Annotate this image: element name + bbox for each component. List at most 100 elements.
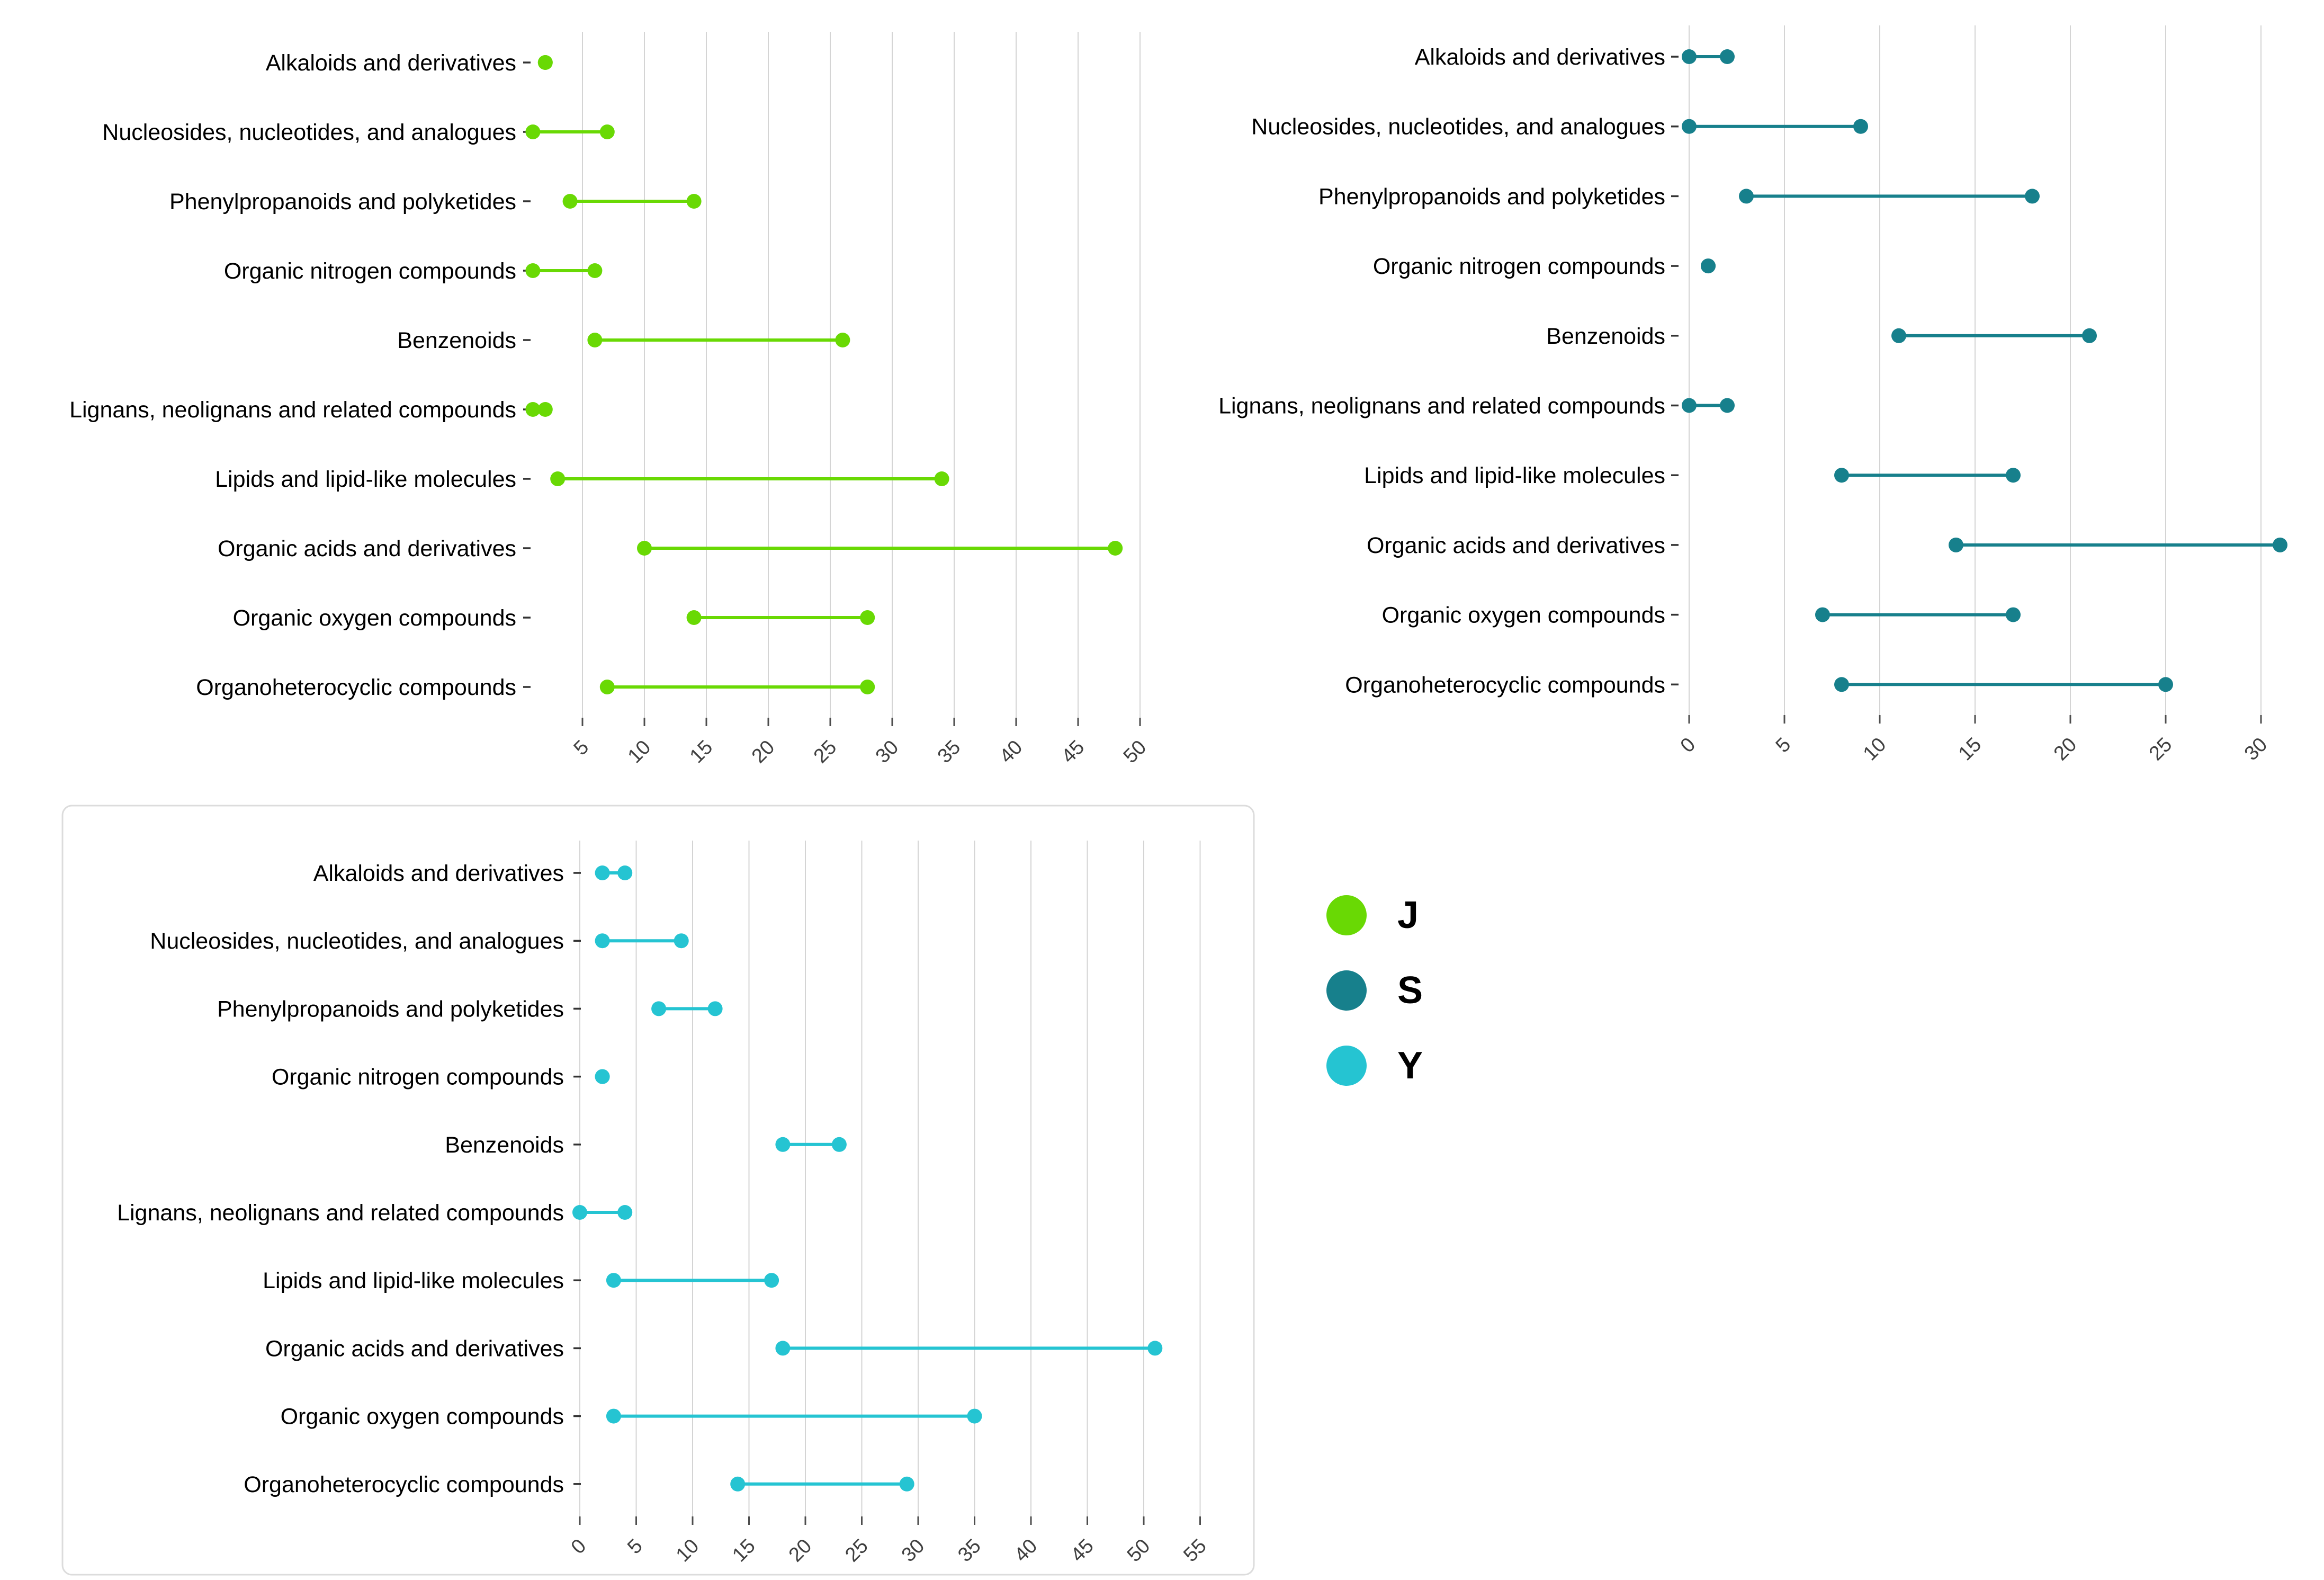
legend-item-Y: Y	[1326, 1046, 1423, 1086]
category-label: Organic nitrogen compounds	[1373, 254, 1665, 279]
category-label: Nucleosides, nucleotides, and analogues	[1251, 114, 1665, 140]
category-label: Alkaloids and derivatives	[266, 50, 516, 76]
dumbbell-dot-max	[617, 865, 633, 880]
x-tick-label: 5	[1772, 734, 1796, 757]
category-label: Organoheterocyclic compounds	[1345, 672, 1665, 698]
x-tick-label: 50	[1119, 736, 1151, 768]
dumbbell-dot-max	[835, 333, 850, 347]
legend-label-S: S	[1397, 969, 1423, 1012]
x-tick-label: 30	[2240, 734, 2272, 765]
x-tick-label: 15	[728, 1535, 760, 1567]
legend-item-S: S	[1326, 970, 1423, 1011]
dumbbell-dot-min	[637, 541, 652, 556]
x-tick-label: 45	[1057, 736, 1089, 768]
category-label: Benzenoids	[397, 328, 516, 353]
dumbbell-dot-max	[899, 1476, 914, 1492]
dumbbell-dot-max	[2158, 677, 2173, 692]
x-tick-label: 10	[624, 736, 656, 768]
panel-border	[61, 805, 1255, 1576]
dumbbell-dot-min	[1682, 119, 1697, 134]
dumbbell-dot-max	[617, 1205, 633, 1220]
dumbbell-dot-max	[1720, 398, 1735, 413]
category-label: Organic oxygen compounds	[233, 605, 516, 631]
category-label: Organic nitrogen compounds	[272, 1065, 564, 1090]
category-label: Phenylpropanoids and polyketides	[169, 189, 516, 215]
dumbbell-dot-max	[2082, 328, 2097, 343]
category-label: Alkaloids and derivatives	[313, 861, 564, 886]
category-label: Organic acids and derivatives	[218, 536, 516, 561]
dumbbell-dot-min	[525, 402, 541, 417]
dumbbell-dot-min	[572, 1205, 587, 1220]
category-label: Lipids and lipid-like molecules	[1364, 463, 1665, 488]
dumbbell-dot-max	[2025, 189, 2040, 204]
x-tick-label: 45	[1066, 1535, 1098, 1567]
dumbbell-dot-min	[730, 1476, 746, 1492]
dumbbell-dot-min	[606, 1408, 621, 1424]
dumbbell-dot-min	[562, 194, 578, 209]
category-label: Lignans, neolignans and related compound…	[69, 397, 516, 423]
x-tick-label: 0	[567, 1535, 591, 1559]
dumbbell-dot-min	[525, 263, 541, 278]
dumbbell-dot-max	[2006, 468, 2021, 483]
x-tick-label: 55	[1179, 1535, 1211, 1567]
category-label: Organic oxygen compounds	[281, 1404, 564, 1430]
x-tick-label: 0	[1676, 734, 1700, 757]
dumbbell-dot-min	[775, 1341, 791, 1356]
dumbbell-dot-min	[595, 865, 610, 880]
legend-label-J: J	[1397, 894, 1419, 936]
dumbbell-dot-min	[1815, 607, 1830, 622]
x-tick-label: 10	[1859, 734, 1891, 765]
category-label: Lignans, neolignans and related compound…	[1218, 394, 1665, 419]
x-tick-label: 25	[810, 736, 841, 768]
dumbbell-dot-max	[860, 680, 875, 694]
legend-dot-S	[1326, 970, 1367, 1011]
legend-label-Y: Y	[1397, 1045, 1423, 1087]
x-tick-label: 40	[995, 736, 1027, 768]
category-label: Organic acids and derivatives	[265, 1336, 564, 1361]
dumbbell-dot-min	[599, 680, 615, 694]
category-label: Benzenoids	[445, 1132, 564, 1158]
dumbbell-dot-min	[1949, 537, 1963, 552]
dumbbell-dot-max	[967, 1408, 982, 1424]
category-label: Phenylpropanoids and polyketides	[1318, 184, 1665, 209]
category-label: Organoheterocyclic compounds	[244, 1472, 564, 1497]
dumbbell-dot-max	[707, 1001, 723, 1016]
category-label: Organic nitrogen compounds	[224, 258, 516, 284]
x-tick-label: 25	[841, 1535, 873, 1567]
dumbbell-dot-min	[686, 610, 702, 625]
dumbbell-dot-max	[1720, 49, 1735, 64]
category-label: Phenylpropanoids and polyketides	[217, 996, 564, 1022]
x-tick-label: 5	[623, 1535, 647, 1559]
dumbbell-dot-min	[1682, 398, 1697, 413]
category-label: Alkaloids and derivatives	[1415, 44, 1665, 70]
dumbbell-dot-max	[2006, 607, 2021, 622]
legend-item-J: J	[1326, 895, 1423, 935]
dumbbell-dot-min	[606, 1273, 621, 1288]
x-tick-label: 50	[1123, 1535, 1155, 1567]
dumbbell-dot-min	[587, 333, 603, 347]
dumbbell-dot-min	[1834, 677, 1849, 692]
dumbbell-dot-max	[1853, 119, 1868, 134]
dumbbell-dot-min	[651, 1001, 667, 1016]
dumbbell-dot-min	[1834, 468, 1849, 483]
dumbbell-dot-min	[550, 471, 566, 486]
dumbbell-dot-min	[525, 124, 541, 139]
dumbbell-dot-max	[831, 1137, 847, 1152]
category-label: Benzenoids	[1546, 324, 1665, 349]
legend-dot-Y	[1326, 1046, 1367, 1086]
x-tick-label: 20	[748, 736, 779, 768]
legend-dot-J	[1326, 895, 1367, 935]
dumbbell-dot-max	[1701, 258, 1716, 274]
dumbbell-dot-min	[595, 933, 610, 949]
dumbbell-dot-min	[1739, 189, 1754, 204]
dumbbell-dot-min	[1682, 49, 1697, 64]
dumbbell-dot-max	[674, 933, 689, 949]
dumbbell-dot-max	[595, 1069, 610, 1084]
category-label: Organic acids and derivatives	[1367, 533, 1665, 558]
x-tick-label: 40	[1010, 1535, 1042, 1567]
x-tick-label: 25	[2145, 734, 2177, 765]
